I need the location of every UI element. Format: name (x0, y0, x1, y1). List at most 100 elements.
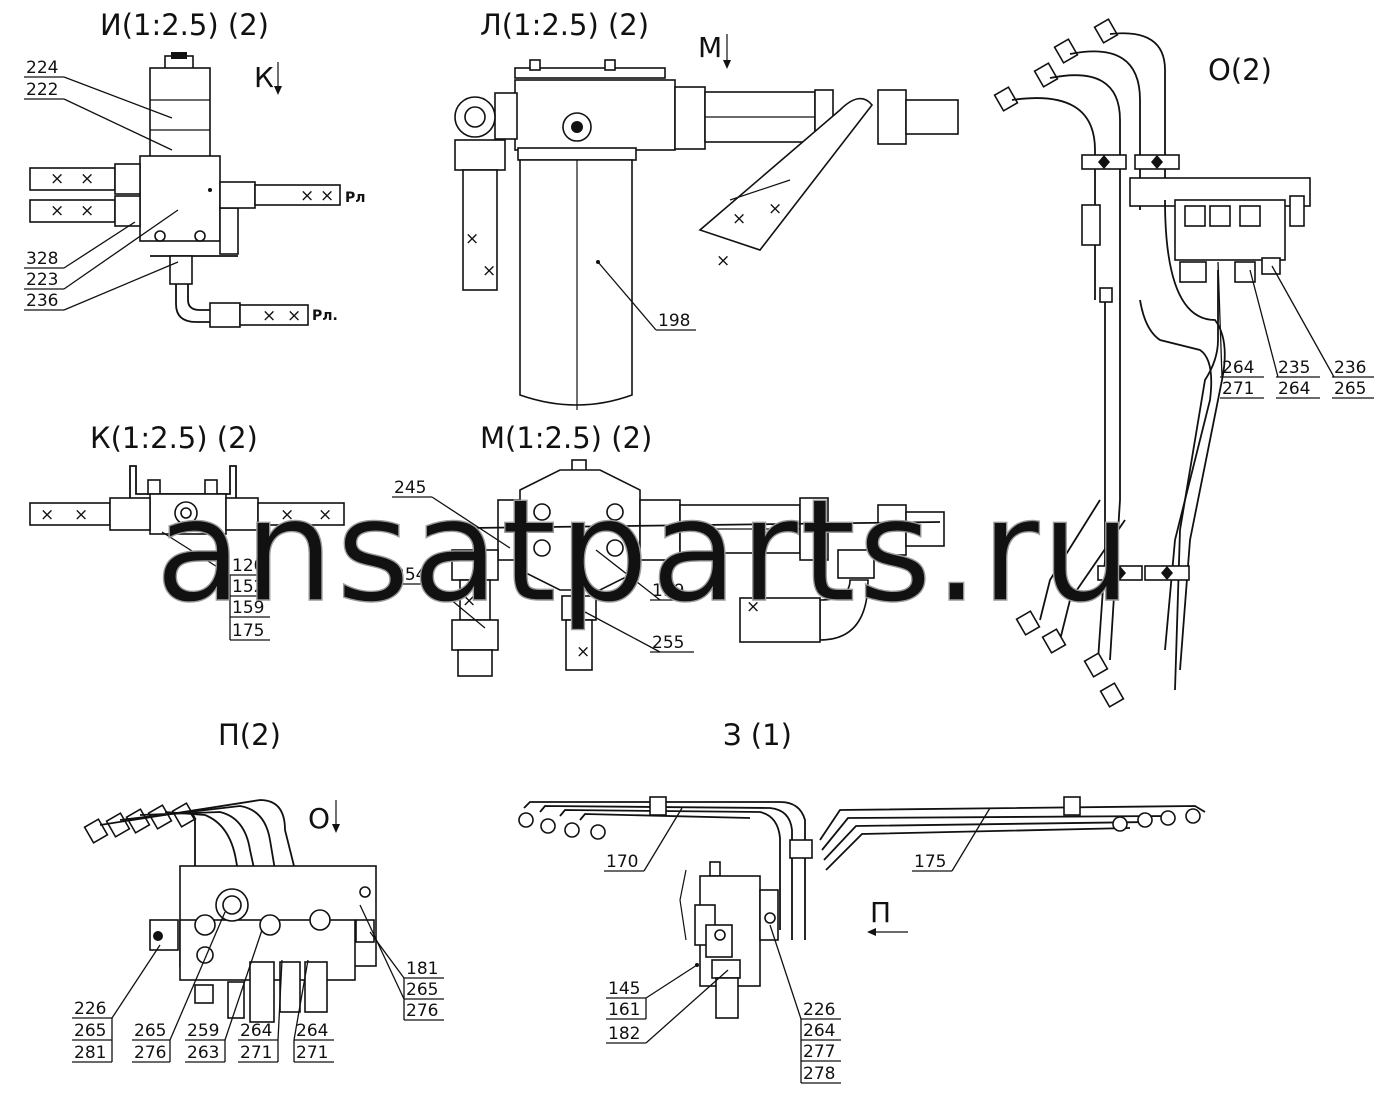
view-p-distributor (83, 799, 377, 1023)
svg-text:×: × (462, 591, 476, 611)
callout-o-1: 264 (1222, 358, 1254, 378)
callout-p-14: 276 (406, 1001, 438, 1021)
callout-z-4: 161 (608, 1000, 640, 1020)
callout-i-4: 223 (26, 270, 58, 290)
callout-p-11: 271 (296, 1043, 328, 1063)
svg-text:×: × (300, 186, 314, 206)
callout-z-3: 145 (608, 979, 640, 999)
callout-z-5: 182 (608, 1024, 640, 1044)
view-i-callouts (24, 76, 179, 311)
callout-o-3: 235 (1278, 358, 1310, 378)
view-l-direction-arrow (723, 34, 731, 69)
svg-text:×: × (716, 251, 730, 271)
callout-o-5: 236 (1334, 358, 1366, 378)
callout-i-1: 224 (26, 58, 58, 78)
view-i-title: И(1:2.5) (2) (100, 8, 269, 42)
callout-i-5: 236 (26, 291, 58, 311)
view-m-title: М(1:2.5) (2) (480, 421, 652, 455)
callout-p-7: 263 (187, 1043, 219, 1063)
view-i-rl-top: Рл (345, 190, 366, 206)
view-z-callouts (604, 807, 991, 1084)
callout-z-6: 226 (803, 1000, 835, 1020)
svg-text:×: × (40, 505, 54, 525)
callout-i-3: 328 (26, 249, 58, 269)
callout-m-1: 245 (394, 478, 426, 498)
svg-text:×: × (465, 229, 479, 249)
view-k-valve-assembly: × × × × (29, 465, 345, 535)
view-k: К(1:2.5) (2) × × × × 120 152 159 (29, 421, 345, 641)
callout-k-2: 152 (232, 577, 264, 597)
callout-m-4: 255 (652, 633, 684, 653)
callout-p-12: 181 (406, 959, 438, 979)
view-l-arrow-label: М (698, 31, 722, 64)
svg-text:×: × (280, 505, 294, 525)
callout-p-8: 264 (240, 1021, 272, 1041)
callout-p-1: 226 (74, 999, 106, 1019)
svg-text:×: × (50, 201, 64, 221)
view-o: О(2) (993, 18, 1374, 708)
view-i-solenoid-valve: × × × × × × × × (29, 52, 341, 328)
svg-text:×: × (732, 209, 746, 229)
svg-text:×: × (318, 505, 332, 525)
svg-text:×: × (482, 261, 496, 281)
callout-k-1: 120 (232, 556, 264, 576)
view-l-title: Л(1:2.5) (2) (480, 8, 649, 42)
callout-p-3: 281 (74, 1043, 106, 1063)
svg-text:×: × (320, 186, 334, 206)
view-p-arrow-label: О (308, 802, 330, 835)
view-i: И(1:2.5) (2) К × × × (24, 8, 366, 328)
view-z-pipe-harness (518, 796, 1206, 1019)
view-i-rl-bottom: Рл. (312, 308, 338, 324)
view-z: З (1) П (518, 718, 1206, 1084)
svg-text:×: × (576, 642, 590, 662)
callout-l-1: 198 (658, 311, 690, 331)
callout-o-2: 271 (1222, 379, 1254, 399)
view-p-title: П(2) (218, 718, 281, 752)
callout-p-4: 265 (134, 1021, 166, 1041)
callout-z-1: 170 (606, 852, 638, 872)
view-m-callouts (392, 496, 694, 653)
view-k-callouts (161, 531, 270, 641)
view-z-direction-arrow (867, 928, 908, 936)
callout-k-4: 175 (232, 621, 264, 641)
view-p: П(2) О (72, 718, 444, 1063)
callout-p-5: 276 (134, 1043, 166, 1063)
view-o-callouts (1217, 261, 1374, 399)
view-o-pipe-bundle (993, 18, 1311, 708)
svg-text:×: × (80, 201, 94, 221)
view-p-direction-arrow (332, 800, 340, 833)
callout-z-2: 175 (914, 852, 946, 872)
callout-i-2: 222 (26, 80, 58, 100)
callout-o-4: 264 (1278, 379, 1310, 399)
callout-k-3: 159 (232, 598, 264, 618)
svg-text:×: × (768, 199, 782, 219)
callout-m-3: 199 (652, 581, 684, 601)
view-z-arrow-label: П (870, 896, 891, 929)
callout-p-10: 264 (296, 1021, 328, 1041)
svg-text:×: × (50, 169, 64, 189)
callout-p-9: 271 (240, 1043, 272, 1063)
view-m: М(1:2.5) (2) × (392, 421, 945, 677)
callout-o-6: 265 (1334, 379, 1366, 399)
view-l-filter-assembly: × × × × × (454, 59, 959, 410)
watermark: ansatparts.ru (155, 469, 1133, 634)
svg-text:×: × (80, 169, 94, 189)
svg-text:×: × (287, 306, 301, 326)
callout-m-2: 254 (394, 565, 426, 585)
svg-text:×: × (262, 306, 276, 326)
callout-z-7: 264 (803, 1021, 835, 1041)
view-k-title: К(1:2.5) (2) (90, 421, 258, 455)
callout-z-9: 278 (803, 1064, 835, 1084)
view-i-direction-arrow (274, 62, 282, 95)
view-m-filter-head: × × × (451, 459, 945, 677)
view-p-callouts (72, 904, 444, 1063)
view-i-arrow-label: К (254, 61, 274, 94)
callout-p-2: 265 (74, 1021, 106, 1041)
view-o-title: О(2) (1208, 53, 1272, 87)
callout-p-13: 265 (406, 980, 438, 1000)
callout-p-6: 259 (187, 1021, 219, 1041)
callout-z-8: 277 (803, 1042, 835, 1062)
svg-text:×: × (74, 505, 88, 525)
view-z-title: З (1) (723, 718, 792, 752)
